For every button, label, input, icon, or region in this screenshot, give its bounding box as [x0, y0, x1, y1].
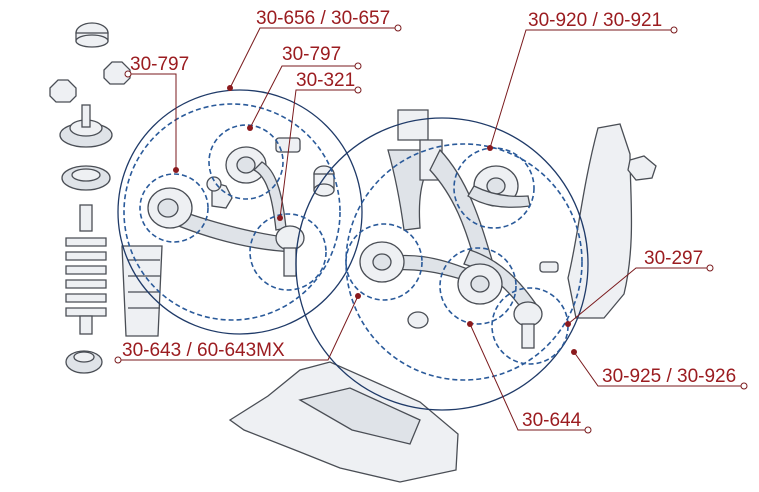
- label-lower-rear-arm: 30-920 / 30-921: [528, 10, 662, 31]
- strut-assembly: [49, 22, 163, 374]
- label-lower-arm-kit: 30-925 / 30-926: [602, 366, 736, 387]
- skid-plate-rib: [298, 387, 421, 445]
- front-bushing-circle: [345, 223, 423, 301]
- label-lower-bushing: 30-644: [522, 410, 582, 431]
- lower-arm-dashed-circle: [345, 143, 583, 381]
- ball-joint-upper-circle: [249, 213, 327, 291]
- upper-arm-group-circle: [117, 89, 363, 335]
- label-tie-rod-end: 30-297: [644, 248, 703, 269]
- upper-control-arm: [147, 137, 335, 277]
- lower-bushing-circle: [439, 247, 517, 325]
- bushing-upper-circle: [208, 124, 284, 200]
- label-upper-arm-kit: 30-656 / 30-657: [256, 8, 390, 29]
- upper-arm-dashed-circle: [123, 103, 341, 321]
- label-bushing-left: 30-797: [130, 54, 189, 75]
- label-bushing-upper: 30-797: [282, 44, 341, 65]
- steering-knuckle: [387, 109, 657, 319]
- lower-arm-group-circle: [295, 117, 589, 411]
- bushing-left-circle: [139, 173, 209, 243]
- lower-control-arms: [359, 165, 559, 349]
- leader-lines: [114, 24, 748, 434]
- label-strut-mount: 30-643 / 60-643MX: [122, 340, 285, 361]
- rear-bushing-circle: [453, 147, 535, 229]
- label-ball-joint-upper: 30-321: [296, 70, 355, 91]
